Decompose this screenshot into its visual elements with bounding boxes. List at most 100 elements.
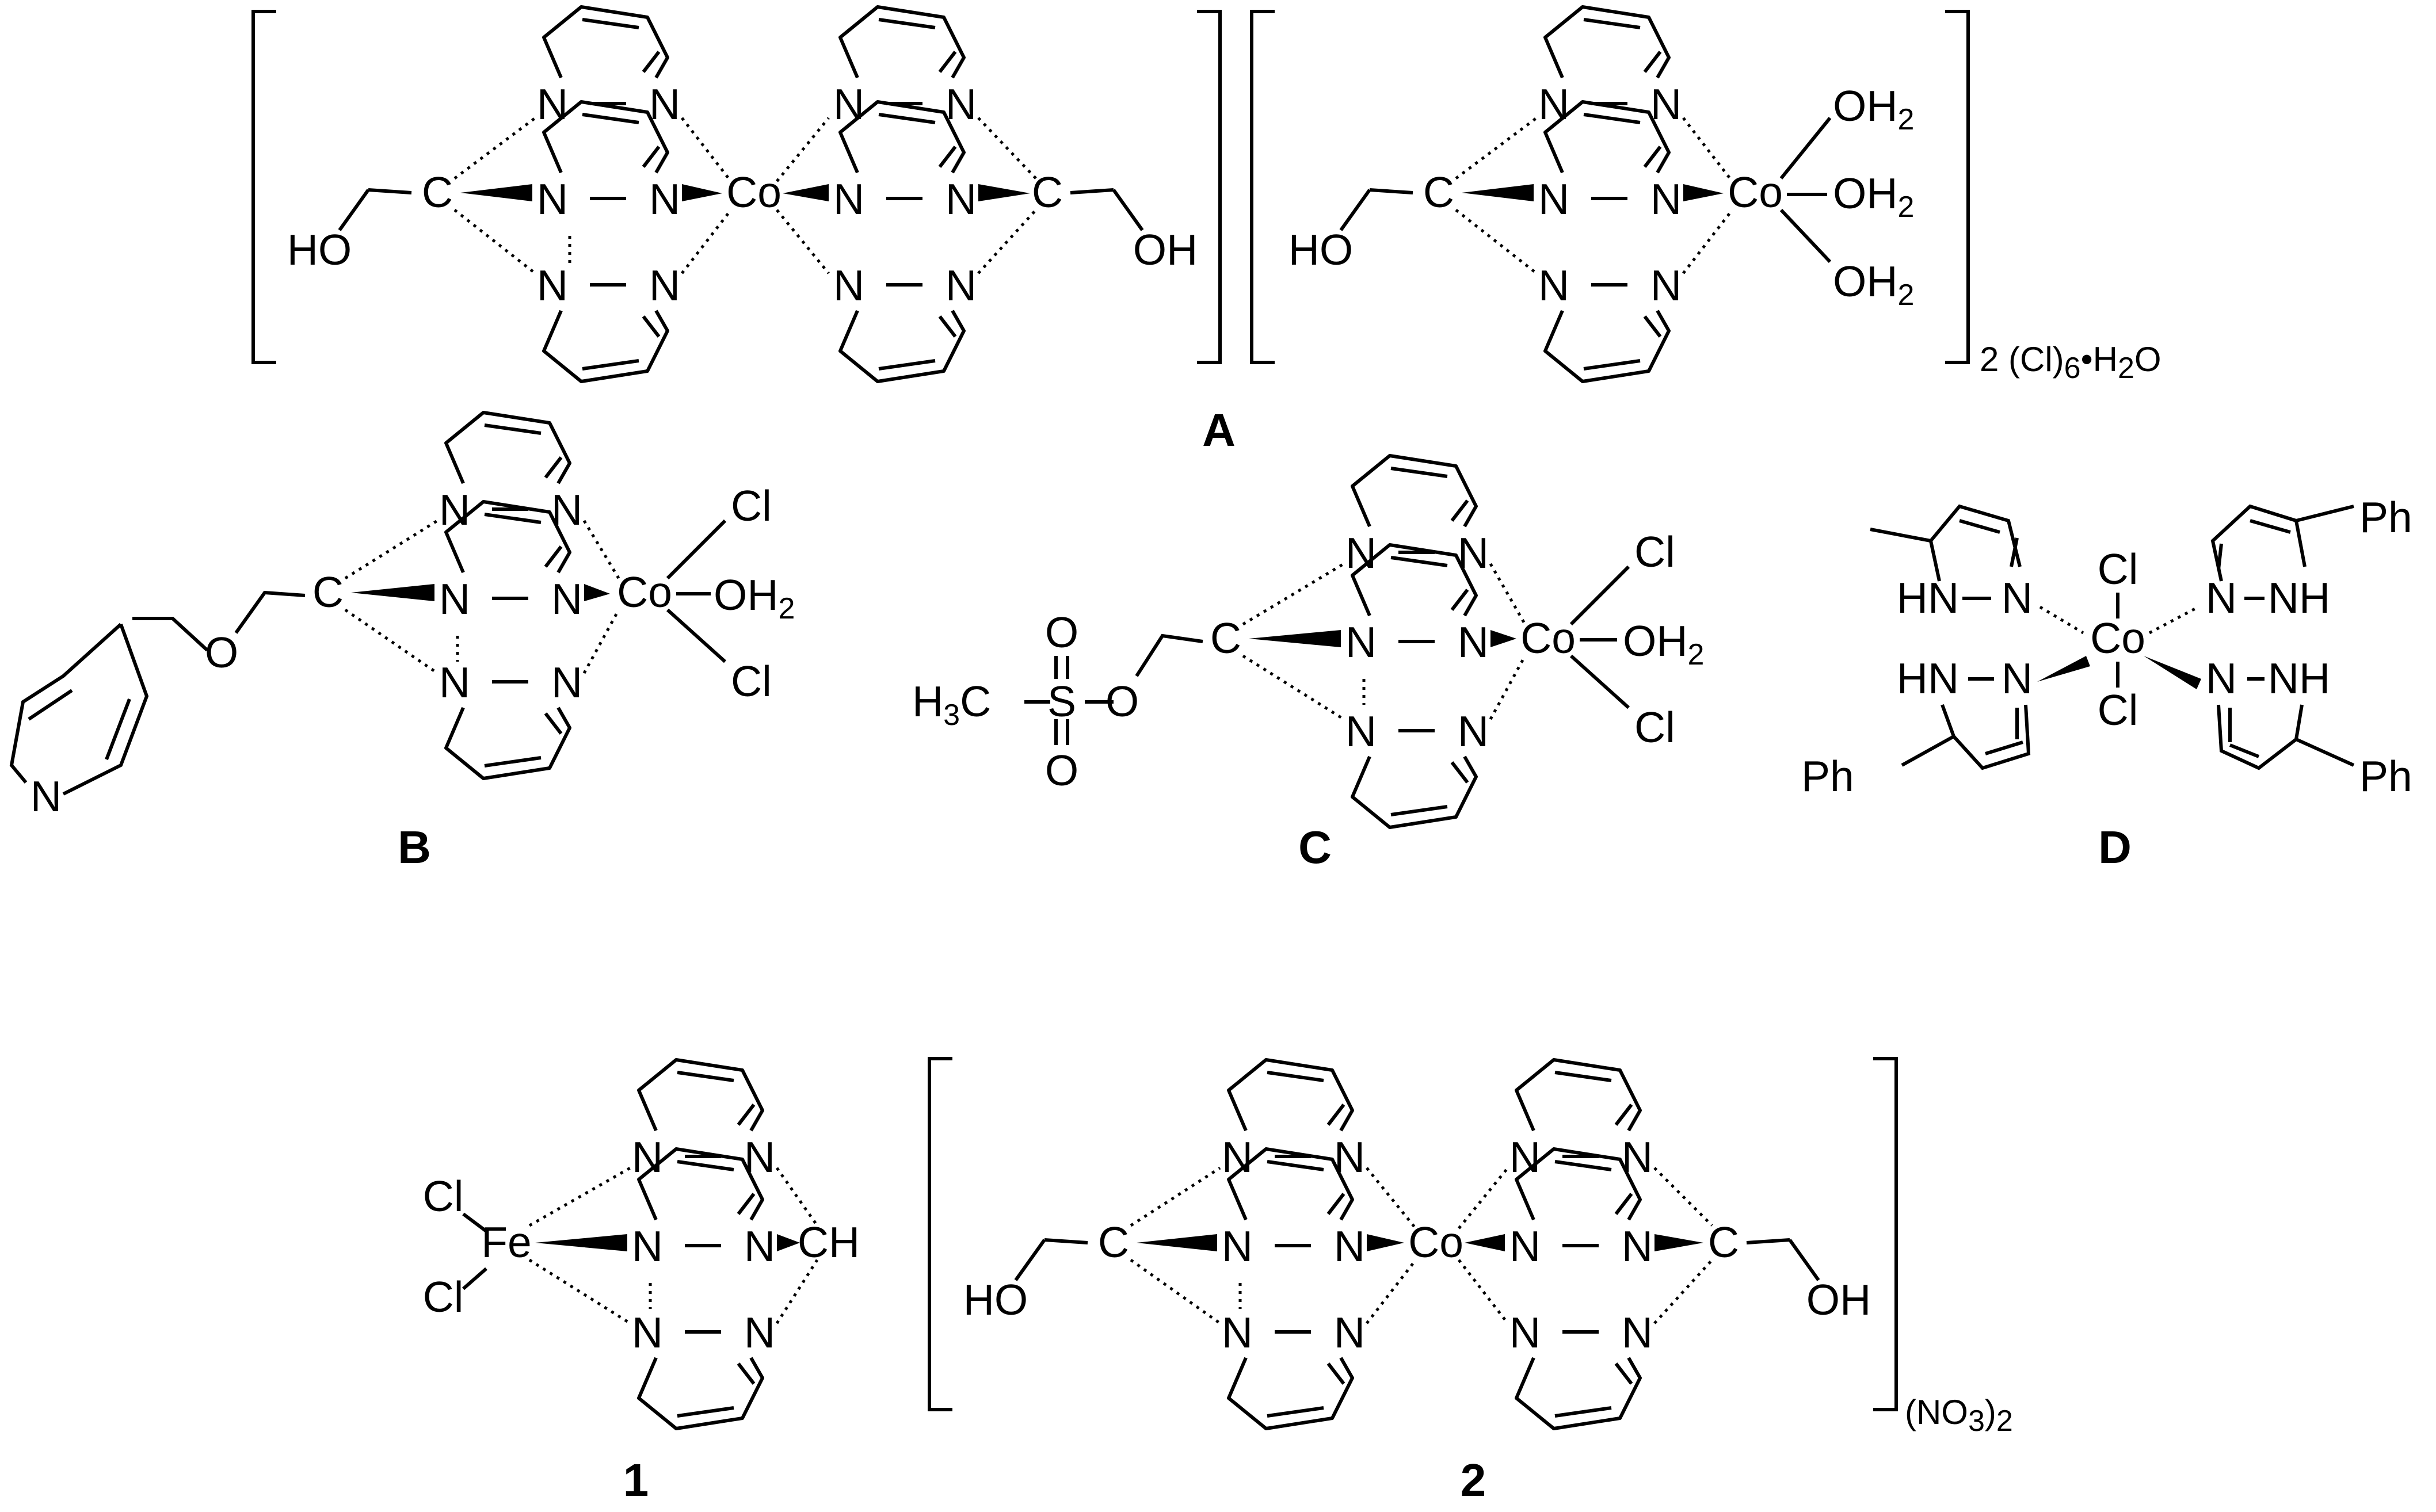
pyridine-ring (9, 623, 149, 796)
pyrazole-ring (1901, 677, 2031, 770)
triazole-ring (1222, 1308, 1365, 1429)
hydroxyl-label: OH (1133, 226, 1198, 274)
hashed-bonds (1242, 562, 1527, 721)
triazole-ring (1509, 1060, 1653, 1181)
triazole-ring (439, 413, 582, 534)
cobalt-atom: Co (1408, 1218, 1463, 1266)
pyrazole-NH: HN (1897, 574, 1959, 622)
pyrazole-N: N (2206, 654, 2237, 702)
phenyl-group: Ph (2359, 493, 2412, 541)
cobalt-atom: Co (726, 168, 781, 216)
triazole-ring (632, 1060, 775, 1181)
hydroxyl-label: HO (1288, 226, 1354, 274)
ester-oxygen: O (1105, 677, 1139, 726)
cobalt-atom: Co (2090, 614, 2145, 662)
chloride-ligand: Cl (2098, 686, 2138, 734)
pyrazole-N: N (2002, 574, 2033, 622)
methyl-group: H3C (912, 677, 991, 732)
triazole-ring (1345, 707, 1489, 827)
triazole-ring (1509, 1308, 1653, 1429)
cobalt-atom: Co (1728, 168, 1783, 216)
wedge-bond (1249, 630, 1341, 647)
triazole-ring (833, 261, 977, 381)
triazole-ring (833, 7, 977, 128)
chloride-ligand: Cl (423, 1273, 464, 1321)
bracket-A-left (251, 10, 276, 364)
compound-label-2: 2 (1461, 1454, 1486, 1506)
pyrazole-ring (1870, 504, 2022, 600)
wedge-bond (351, 584, 434, 601)
chloride-ligand: Cl (731, 657, 772, 705)
pyrazole-N: N (2206, 574, 2237, 622)
pyridine-nitrogen: N (31, 772, 62, 820)
aqua-ligand: OH2 (1833, 257, 1914, 312)
triazole-ring (1538, 261, 1682, 381)
pyrazole-ring (2210, 504, 2354, 600)
aqua-ligand: OH2 (714, 571, 795, 625)
compound-2: C HO Co C OH (NO3)2 2 (928, 1057, 2013, 1506)
wedge-bond (2037, 656, 2090, 682)
chloride-ligand: Cl (1634, 703, 1675, 751)
triazole-ring (1222, 1060, 1365, 1181)
wedge-bond (2144, 656, 2201, 689)
methine-carbon: C (312, 568, 344, 616)
counter-ion-2: (NO3)2 (1905, 1393, 2013, 1438)
hashed-bonds (528, 1166, 819, 1325)
wedge-bond (1655, 1234, 1703, 1251)
triazole-ring (632, 1308, 775, 1429)
compound-label-C: C (1298, 822, 1332, 873)
svg-text:OH2: OH2 (1833, 169, 1914, 224)
compound-D: Co Cl Cl HN N N NH Ph (1801, 493, 2412, 873)
pyrazole-NH: NH (2268, 574, 2330, 622)
svg-text:OH2: OH2 (1833, 82, 1914, 136)
iron-atom: Fe (481, 1218, 532, 1266)
wedge-bond (1462, 184, 1534, 201)
hashed-bonds (1455, 117, 1733, 274)
wedge-bond (1137, 1234, 1217, 1251)
hydroxyl-label: OH (1806, 1276, 1871, 1324)
compound-A: C HO Co C OH C (251, 7, 2161, 456)
methine-carbon: C (1032, 168, 1063, 216)
wedge-bond (1683, 184, 1724, 201)
hashed-bonds (344, 519, 620, 675)
sulfonyl-oxygen: O (1045, 746, 1078, 795)
triazole-ring (439, 658, 582, 778)
compound-label-D: D (2098, 822, 2132, 873)
compound-label-B: B (398, 822, 431, 873)
methine-carbon: C (1210, 614, 1241, 662)
chloride-ligand: Cl (423, 1172, 464, 1220)
cobalt-atom: Co (1520, 614, 1576, 662)
hashed-bonds (1130, 1166, 1417, 1325)
compound-C: C Co Cl OH2 Cl O S O (912, 456, 1704, 873)
triazole-ring (537, 261, 680, 381)
bracket-2-left (928, 1057, 952, 1411)
wedge-bond (460, 184, 532, 201)
phenyl-group: Ph (2359, 752, 2412, 800)
compound-1: Fe Cl Cl CH 1 (423, 1060, 860, 1506)
wedge-bond (535, 1234, 627, 1251)
sulfonyl-oxygen: O (1045, 608, 1078, 656)
methine-carbon: C (1708, 1218, 1739, 1266)
wedge-bond (783, 184, 829, 201)
cobalt-atom: Co (617, 568, 672, 616)
pyrazole-NH: NH (2268, 654, 2330, 702)
methine-carbon: C (1098, 1218, 1129, 1266)
ether-oxygen: O (205, 628, 238, 677)
chloride-ligand: Cl (1634, 528, 1675, 576)
wedge-bond (978, 184, 1030, 201)
hashed-bonds (776, 117, 1037, 274)
phenyl-group: Ph (1801, 752, 1854, 800)
methine-carbon: C (422, 168, 453, 216)
counter-ion-A: 2 (Cl)6•H2O (1980, 340, 2161, 385)
compound-label-1: 1 (623, 1454, 649, 1506)
methine-CH: CH (798, 1218, 860, 1266)
pyrazole-NH: HN (1897, 654, 1959, 702)
compound-label-A: A (1202, 404, 1236, 456)
chloride-ligand: Cl (2098, 545, 2138, 593)
pyrazole-N: N (2002, 654, 2033, 702)
wedge-bond (682, 184, 722, 201)
triazole-ring (1345, 456, 1489, 577)
compound-B: C Co Cl OH2 Cl O N B (9, 413, 795, 873)
hydroxyl-label: HO (963, 1276, 1028, 1324)
